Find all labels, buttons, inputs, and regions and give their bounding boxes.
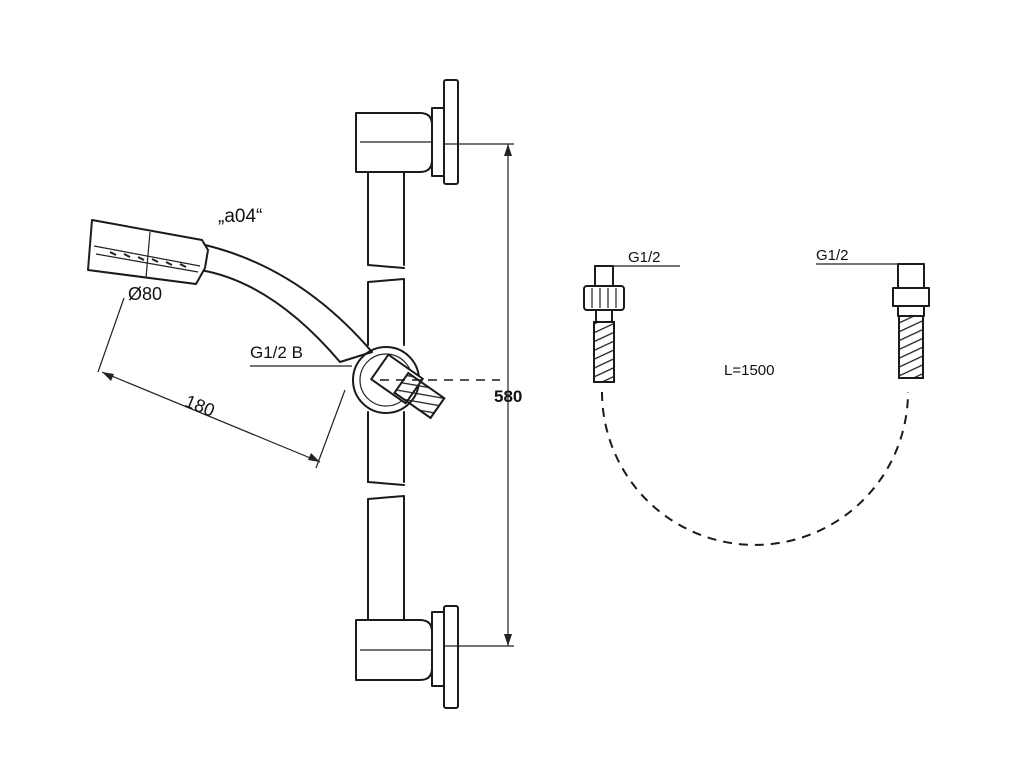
model-label: „a04“: [218, 206, 262, 227]
hose-length-label: L=1500: [724, 362, 774, 379]
bar-height-label: 580: [494, 387, 522, 406]
hose-end-left: [583, 265, 680, 383]
shower-handle: [204, 244, 373, 353]
hose-end-left-label: G1/2: [628, 249, 661, 266]
head-diameter-label: Ø80: [128, 284, 162, 304]
top-wall-bracket: [355, 79, 459, 185]
shower-rail: [352, 79, 459, 709]
shower-head: [87, 219, 209, 285]
hand-shower: [87, 219, 373, 363]
bottom-wall-bracket: [355, 605, 459, 709]
holder-thread: [393, 371, 446, 420]
shower-hose: [583, 263, 930, 546]
rail-bar: [367, 171, 405, 621]
connection-label: G1/2 B: [250, 343, 303, 362]
dimension-lines: [97, 143, 514, 647]
hose-arc: [601, 391, 909, 546]
hose-end-right-label: G1/2: [816, 247, 849, 264]
hand-length-label: 180: [182, 391, 217, 421]
slider-holder: [352, 346, 446, 420]
labels: „a04“ Ø80 180 G1/2 B 580 G1/2 G1/2 L=150…: [128, 206, 849, 421]
hose-end-right: [816, 263, 930, 379]
